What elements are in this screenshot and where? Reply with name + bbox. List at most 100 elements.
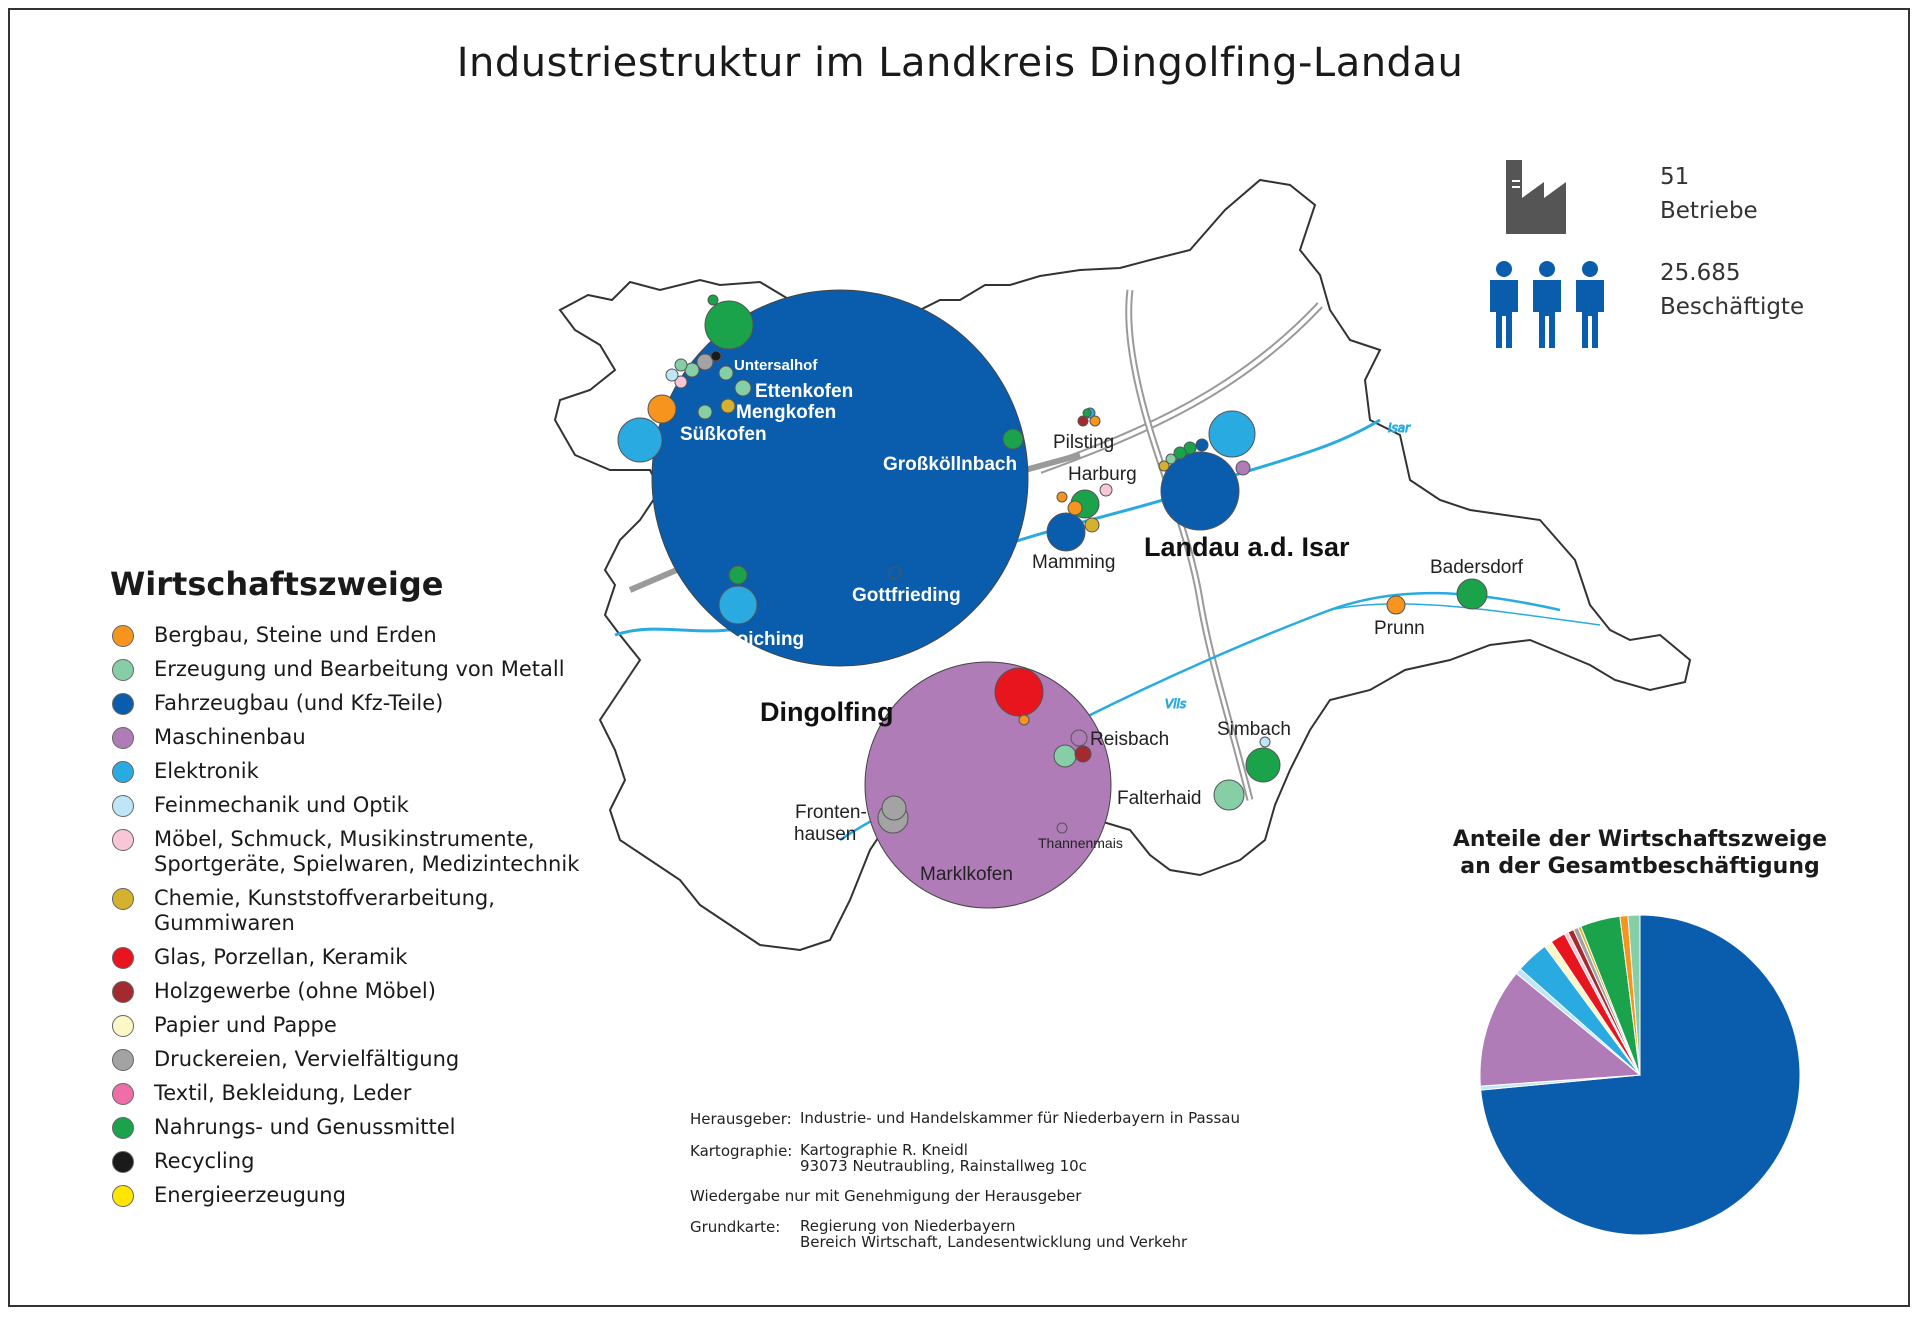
label-dingolfing: Dingolfing — [760, 697, 893, 727]
sector-bubble-fahrzeugbau — [1160, 451, 1240, 531]
beschaeftigte-count: 25.685 — [1660, 260, 1741, 286]
legend-label: Feinmechanik und Optik — [154, 793, 409, 817]
legend-item: Holzgewerbe (ohne Möbel) — [110, 979, 630, 1004]
sector-bubble-metall — [718, 365, 734, 381]
sector-bubble-metall — [734, 379, 752, 397]
kartographie-value: Kartographie R. Kneidl 93073 Neutraublin… — [800, 1141, 1087, 1175]
legend-label: Fahrzeugbau (und Kfz-Teile) — [154, 691, 444, 715]
legend-item: Nahrungs- und Genussmittel — [110, 1115, 630, 1140]
legend-item: Druckereien, Vervielfältigung — [110, 1047, 630, 1072]
page-title: Industriestruktur im Landkreis Dingolfin… — [456, 40, 1464, 86]
sector-bubble-maschinenbau — [1235, 460, 1251, 476]
sector-bubble-elektronik — [718, 585, 758, 625]
sector-bubble-recycling — [710, 350, 722, 362]
legend-swatch — [112, 1049, 134, 1071]
legend-swatch — [112, 625, 134, 647]
herausgeber-label: Herausgeber: — [690, 1110, 792, 1128]
legend-title: Wirtschaftszweige — [110, 565, 444, 603]
sector-bubble-bergbau — [1018, 714, 1030, 726]
legend-swatch — [112, 1185, 134, 1207]
sector-bubble-metall — [1053, 744, 1077, 768]
legend-item: Recycling — [110, 1149, 630, 1174]
sector-bubble-nahrung — [1245, 747, 1281, 783]
legend-swatch — [112, 1151, 134, 1173]
legend-item: Glas, Porzellan, Keramik — [110, 945, 630, 970]
legend-label: Chemie, Kunststoffverarbeitung, Gummiwar… — [154, 886, 495, 935]
sector-bubble-nahrung — [1173, 446, 1187, 460]
legend-label: Nahrungs- und Genussmittel — [154, 1115, 456, 1139]
stats-panel: 51 Betriebe 25.685 Beschäftigte — [1490, 160, 1900, 360]
sector-bubble-druck — [696, 353, 714, 371]
label-prunn: Prunn — [1374, 618, 1425, 639]
label-ettenkofen: Ettenkofen — [755, 381, 853, 402]
sector-bubble-bergbau — [1386, 595, 1406, 615]
sector-bubble-bergbau — [1089, 415, 1101, 427]
legend-label: Energieerzeugung — [154, 1183, 346, 1207]
legend-label: Textil, Bekleidung, Leder — [154, 1081, 412, 1105]
legend: Wirtschaftszweige Bergbau, Steine und Er… — [110, 565, 630, 1217]
label-loiching: Loiching — [725, 629, 804, 650]
legend-swatch — [112, 888, 134, 910]
place-labels: Untersalhof Ettenkofen Mengkofen Süßkofe… — [680, 357, 1524, 885]
legend-label: Erzeugung und Bearbeitung von Metall — [154, 657, 565, 681]
beschaeftigte-label: Beschäftigte — [1660, 294, 1805, 320]
legend-label: Möbel, Schmuck, Musikinstrumente, Sportg… — [154, 827, 580, 876]
label-grosskoellnbach: Großköllnbach — [883, 454, 1017, 475]
sector-bubble-druck — [881, 795, 907, 821]
pie-slice — [1627, 914, 1641, 1076]
vils-label: Vils — [1165, 697, 1186, 711]
legend-swatch — [112, 981, 134, 1003]
legend-swatch — [112, 761, 134, 783]
sector-bubble-feinmechanik — [665, 368, 679, 382]
label-thannenmais: Thannenmais — [1038, 835, 1123, 851]
legend-item: Elektronik — [110, 759, 630, 784]
legend-item: Textil, Bekleidung, Leder — [110, 1081, 630, 1106]
label-gottfrieding: Gottfrieding — [852, 585, 961, 606]
legend-label: Druckereien, Vervielfältigung — [154, 1047, 460, 1071]
legend-label: Recycling — [154, 1149, 255, 1173]
legend-swatch — [112, 795, 134, 817]
sector-bubble-metall — [1213, 779, 1245, 811]
sector-bubble-moebel — [674, 375, 688, 389]
legend-item: Bergbau, Steine und Erden — [110, 623, 630, 648]
legend-label: Bergbau, Steine und Erden — [154, 623, 437, 647]
pie-slice — [1479, 972, 1642, 1087]
legend-swatch — [112, 947, 134, 969]
sector-bubble-nahrung — [728, 565, 748, 585]
legend-swatch — [112, 659, 134, 681]
sector-bubble-bergbau — [1056, 491, 1068, 503]
sector-bubble-maschinenbau — [1070, 729, 1088, 747]
sector-bubble-nahrung — [1456, 578, 1488, 610]
label-badersdorf: Badersdorf — [1430, 557, 1524, 578]
label-mengkofen: Mengkofen — [736, 402, 836, 423]
sector-bubble-fahrzeugbau — [1195, 438, 1209, 452]
label-frontenhausen-1: Fronten- — [795, 802, 867, 823]
sector-bubbles — [617, 289, 1488, 909]
legend-item: Möbel, Schmuck, Musikinstrumente, Sportg… — [110, 827, 630, 877]
grundkarte-value: Regierung von Niederbayern Bereich Wirts… — [800, 1217, 1188, 1251]
label-frontenhausen-2: hausen — [794, 824, 856, 845]
sector-bubble-feinmechanik — [1259, 736, 1271, 748]
people-icon — [1490, 261, 1604, 348]
sector-bubble-elektronik — [1208, 410, 1256, 458]
sector-bubble-nahrung — [1002, 428, 1024, 450]
label-untersalhof: Untersalhof — [734, 357, 818, 374]
label-suesskofen: Süßkofen — [680, 424, 767, 445]
sector-bubble-holz — [1074, 745, 1092, 763]
label-marklkofen: Marklkofen — [920, 864, 1013, 885]
sector-bubble-moebel — [1099, 483, 1113, 497]
factory-icon — [1506, 160, 1566, 234]
legend-item: Maschinenbau — [110, 725, 630, 750]
sector-bubble-glas — [994, 667, 1044, 717]
wiedergabe-note: Wiedergabe nur mit Genehmigung der Herau… — [690, 1187, 1082, 1205]
sector-bubble-maschinenbau — [864, 661, 1112, 909]
sector-bubble-bergbau — [647, 394, 677, 424]
betriebe-count: 51 — [1660, 164, 1690, 190]
legend-label: Elektronik — [154, 759, 259, 783]
isar-river — [614, 418, 1381, 637]
label-harburg: Harburg — [1068, 464, 1137, 485]
sector-bubble-chemie — [720, 398, 736, 414]
label-simbach: Simbach — [1217, 719, 1291, 740]
herausgeber-value: Industrie- und Handelskammer für Niederb… — [800, 1109, 1241, 1127]
